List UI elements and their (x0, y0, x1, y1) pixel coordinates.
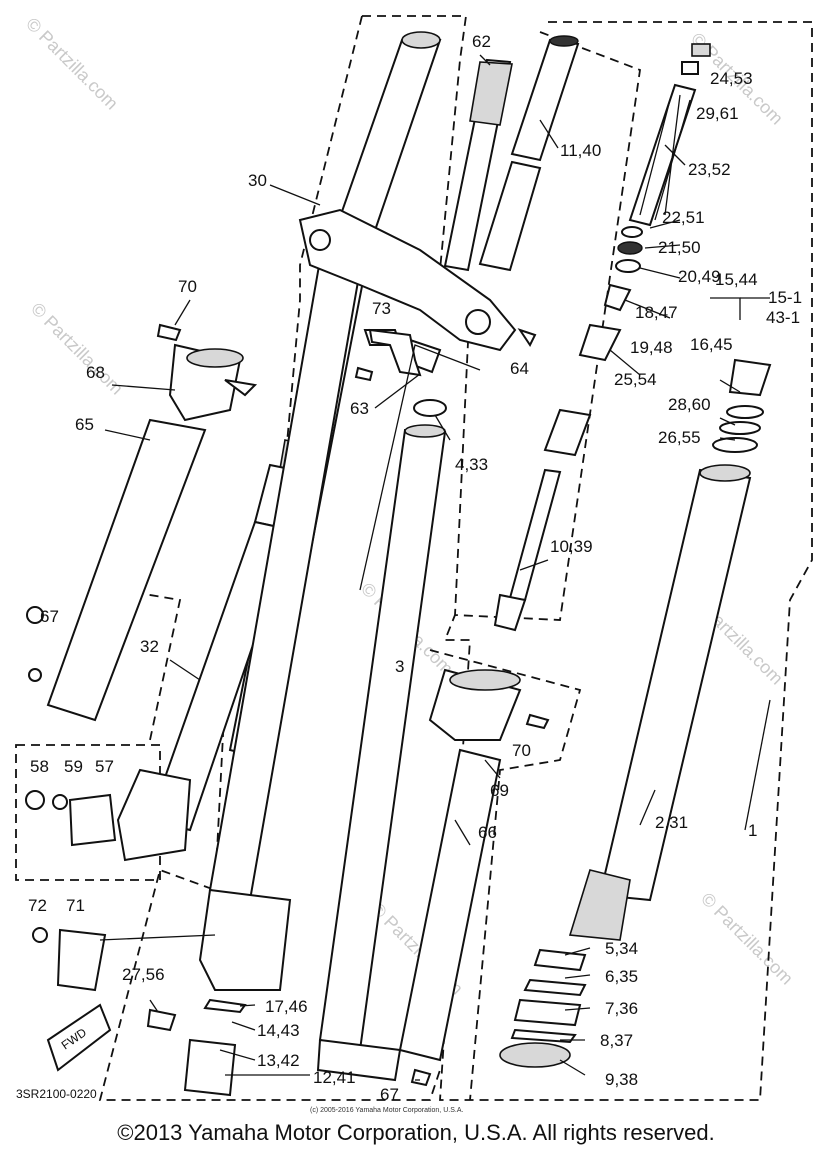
leader-lines (99, 54, 771, 1081)
callout-17-46: 17,46 (265, 997, 308, 1016)
callout-71: 71 (66, 896, 85, 915)
diagram-code: 3SR2100-0220 (16, 1087, 97, 1101)
callout-73: 73 (372, 299, 391, 318)
callout-5-34: 5,34 (605, 939, 638, 958)
callout-22-51: 22,51 (662, 208, 705, 227)
right-fork-assembly-outline (439, 21, 813, 1101)
lower-leg-outline (429, 649, 582, 1101)
left-guard (46, 343, 244, 722)
callout-29-61: 29,61 (696, 104, 739, 123)
callout-59: 59 (64, 757, 83, 776)
copyright-footer: ©2013 Yamaha Motor Corporation, U.S.A. A… (117, 1120, 715, 1145)
callout-18-47: 18,47 (635, 303, 678, 322)
callout-13-42: 13,42 (257, 1051, 300, 1070)
callout-16-45: 16,45 (690, 335, 733, 354)
callout-27-56: 27,56 (122, 965, 165, 984)
callout-2-31: 2,31 (655, 813, 688, 832)
small-copyright: (c) 2005-2016 Yamaha Motor Corporation, … (310, 1107, 463, 1114)
callout-70-left: 70 (178, 277, 197, 296)
right-outer-tube (316, 424, 447, 1082)
left-fork-outline (98, 15, 441, 1101)
left-inner-leg (198, 258, 362, 991)
watermark: © Partzilla.com (27, 299, 127, 399)
callout-20-49: 20,49 (678, 267, 721, 286)
callout-10-39: 10,39 (550, 537, 593, 556)
callout-23-52: 23,52 (688, 160, 731, 179)
callout-28-60: 28,60 (668, 395, 711, 414)
callout-1: 1 (748, 821, 757, 840)
callout-14-43: 14,43 (257, 1021, 300, 1040)
callout-25-54: 25,54 (614, 370, 657, 389)
callout-6-35: 6,35 (605, 967, 638, 986)
right-slider (398, 668, 522, 1062)
callout-11-40: 11,40 (560, 141, 601, 160)
callout-21-50: 21,50 (658, 238, 701, 257)
callout-67-bottom: 67 (380, 1085, 399, 1104)
callout-69: 69 (490, 781, 509, 800)
callout-67-left: 67 (40, 607, 59, 626)
callout-70-right: 70 (512, 741, 531, 760)
small-parts: FWD (25, 43, 772, 1097)
callout-43-1: 43-1 (766, 308, 800, 327)
callout-57: 57 (95, 757, 114, 776)
watermark: © Partzilla.com (697, 889, 797, 989)
callout-3: 3 (395, 657, 404, 676)
callout-64: 64 (510, 359, 529, 378)
callout-19-48: 19,48 (630, 338, 673, 357)
damper-rod (443, 35, 580, 272)
watermark: © Partzilla.com (22, 14, 122, 114)
caliper-group-outline (15, 744, 161, 881)
callout-63: 63 (350, 399, 369, 418)
callout-58: 58 (30, 757, 49, 776)
callout-12-41: 12,41 (313, 1068, 356, 1087)
callout-24-53: 24,53 (710, 69, 753, 88)
callout-65: 65 (75, 415, 94, 434)
callout-8-37: 8,37 (600, 1031, 633, 1050)
callout-72: 72 (28, 896, 47, 915)
callout-66: 66 (478, 823, 497, 842)
callout-26-55: 26,55 (658, 428, 701, 447)
callout-15-44: 15,44 (715, 270, 758, 289)
group-outlines (15, 15, 813, 1101)
callout-labels: 1 3 2,31 4,33 5,34 6,35 7,36 8,37 9,38 1… (28, 32, 802, 1104)
spring (628, 83, 697, 227)
upper-bracket-outline (362, 15, 468, 271)
callout-15-1: 15-1 (768, 288, 802, 307)
callout-62: 62 (472, 32, 491, 51)
right-fork-tube (499, 464, 752, 1068)
callout-32: 32 (140, 637, 159, 656)
callout-9-38: 9,38 (605, 1070, 638, 1089)
callout-7-36: 7,36 (605, 999, 638, 1018)
callout-4-33: 4,33 (455, 455, 488, 474)
callout-68: 68 (86, 363, 105, 382)
callout-30: 30 (248, 171, 267, 190)
damper-group-outline (454, 31, 641, 621)
